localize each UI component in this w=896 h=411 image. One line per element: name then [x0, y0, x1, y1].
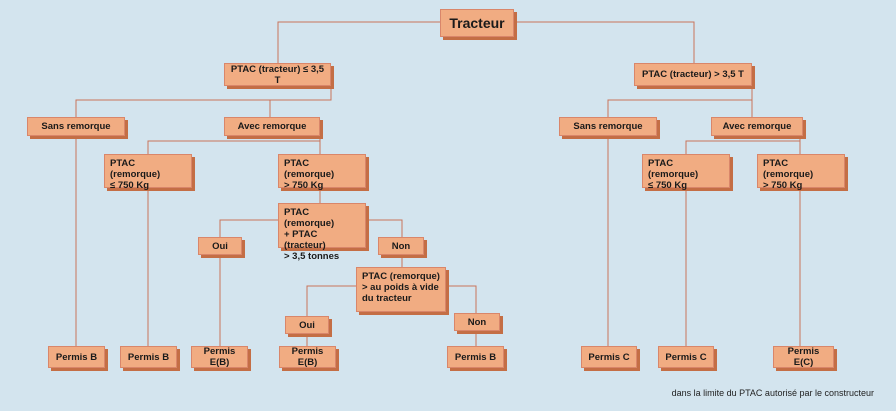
node-permis-b-1: Permis B — [48, 346, 105, 368]
node-right-remorque-le-750: PTAC (remorque) ≤ 750 Kg — [642, 154, 730, 191]
connector-vide-right — [446, 285, 477, 313]
connector-sum-right — [366, 219, 403, 237]
node-right-avec-remorque: Avec remorque — [711, 117, 803, 136]
node-left-avec-remorque: Avec remorque — [224, 117, 320, 136]
connector-r2 — [685, 136, 801, 154]
node-right-sans-remorque: Sans remorque — [559, 117, 657, 136]
node-left-remorque-le-750: PTAC (remorque) ≤ 750 Kg — [104, 154, 192, 191]
connector-root-right — [514, 21, 695, 63]
connector-l2 — [147, 136, 321, 154]
node-right-remorque-gt-750: PTAC (remorque) > 750 Kg — [757, 154, 845, 191]
connector-l1 — [75, 86, 332, 117]
node-permis-eb-2: Permis E(B) — [279, 346, 336, 368]
connector-r1 — [607, 86, 753, 117]
connector-vide — [306, 285, 356, 316]
node-non-1: Non — [378, 237, 424, 255]
node-permis-ec: Permis E(C) — [773, 346, 834, 368]
node-oui-2: Oui — [285, 316, 329, 334]
node-ptac-tracteur-le-3-5: PTAC (tracteur) ≤ 3,5 T — [224, 63, 331, 86]
connector-sum — [219, 219, 278, 237]
connector-root — [277, 21, 440, 63]
node-left-sans-remorque: Sans remorque — [27, 117, 125, 136]
node-non-2: Non — [454, 313, 500, 331]
node-permis-eb-1: Permis E(B) — [191, 346, 248, 368]
footnote: dans la limite du PTAC autorisé par le c… — [671, 388, 874, 398]
node-oui-1: Oui — [198, 237, 242, 255]
node-sum-gt-3-5-tonnes: PTAC (remorque) + PTAC (tracteur) > 3,5 … — [278, 203, 366, 262]
node-permis-b-3: Permis B — [447, 346, 504, 368]
node-permis-c-2: Permis C — [658, 346, 714, 368]
node-ptac-tracteur-gt-3-5: PTAC (tracteur) > 3,5 T — [634, 63, 752, 86]
node-permis-c-1: Permis C — [581, 346, 637, 368]
node-left-remorque-gt-750: PTAC (remorque) > 750 Kg — [278, 154, 366, 191]
node-tracteur: Tracteur — [440, 9, 514, 37]
node-remorque-gt-poids-vide: PTAC (remorque) > au poids à vide du tra… — [356, 267, 446, 312]
node-permis-b-2: Permis B — [120, 346, 177, 368]
